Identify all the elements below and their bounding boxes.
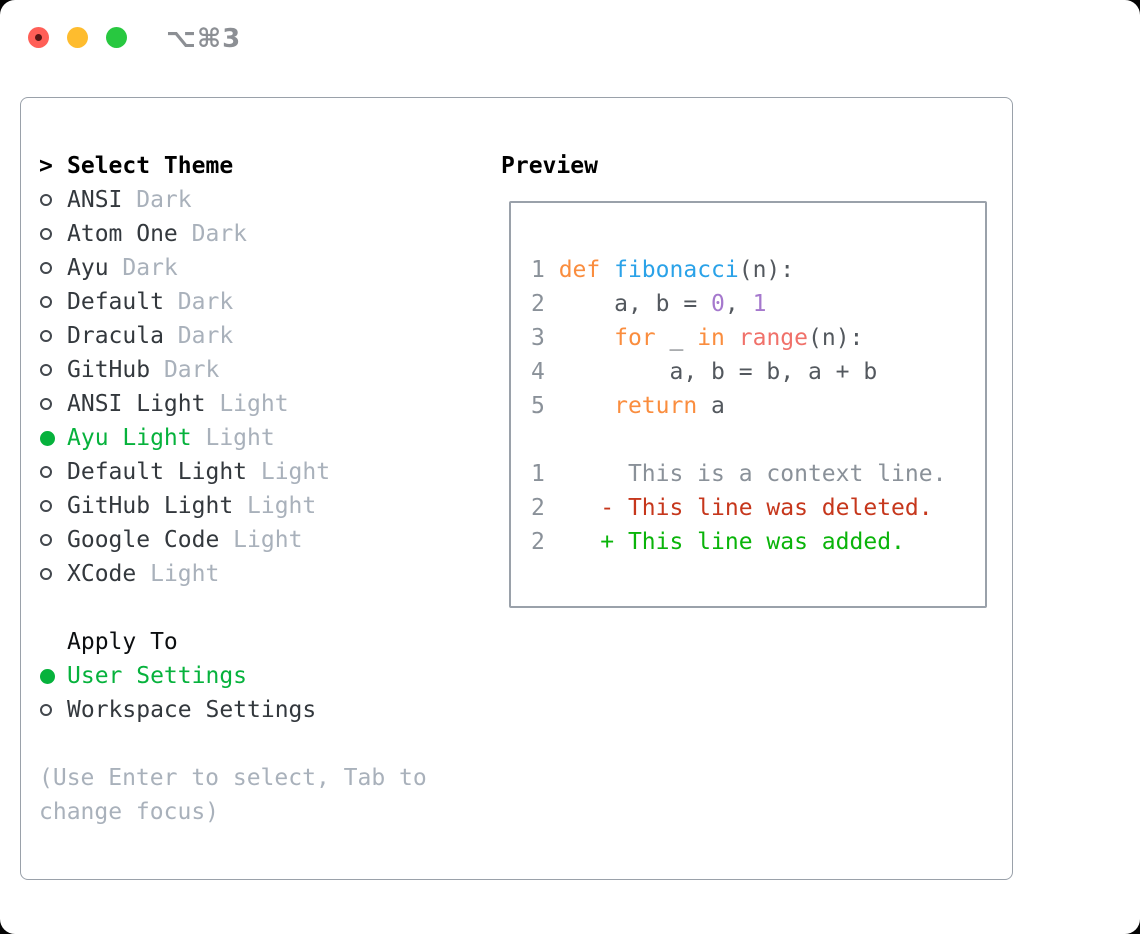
option-label: Dracula xyxy=(67,323,164,349)
option-variant-tag: Dark xyxy=(177,221,248,247)
option-label: Google Code xyxy=(67,527,220,553)
option-variant-tag: Dark xyxy=(163,289,234,315)
radio-icon xyxy=(39,568,67,580)
preview-line: 1 def fibonacci(n): xyxy=(531,257,795,283)
radio-icon xyxy=(39,364,67,376)
titlebar: ⌥⌘3 xyxy=(0,0,1140,74)
radio-selected-icon xyxy=(39,430,67,446)
option-variant-tag: Dark xyxy=(163,323,234,349)
option-label: ANSI xyxy=(67,187,123,213)
radio-icon xyxy=(39,704,67,716)
preview-line: 2 + This line was added. xyxy=(531,529,905,555)
option-variant-tag: Dark xyxy=(150,357,220,383)
theme-option[interactable]: Dracula Dark xyxy=(39,319,427,353)
theme-option[interactable]: GitHub Dark xyxy=(39,353,427,387)
theme-option[interactable]: ANSI Light Light xyxy=(39,387,427,421)
radio-icon xyxy=(39,330,67,342)
option-label: XCode xyxy=(67,561,137,587)
option-variant-tag: Light xyxy=(247,459,331,485)
spacer xyxy=(39,591,427,625)
option-variant-tag: Dark xyxy=(122,187,192,213)
hint-text-line-2: change focus) xyxy=(39,799,220,825)
option-label: ANSI Light xyxy=(67,391,206,417)
option-variant-tag: Light xyxy=(219,527,303,553)
preview-line xyxy=(531,423,946,457)
hint-text-line-1: (Use Enter to select, Tab to xyxy=(39,765,427,791)
radio-icon xyxy=(39,534,67,546)
select-theme-header: Select Theme xyxy=(67,153,234,179)
apply-to-header: Apply To xyxy=(67,629,178,655)
radio-icon xyxy=(39,194,67,206)
preview-line: 1 This is a context line. xyxy=(531,461,947,487)
theme-option[interactable]: Ayu Light Light xyxy=(39,421,427,455)
window-title: ⌥⌘3 xyxy=(166,24,242,54)
option-label: Atom One xyxy=(67,221,178,247)
preview-line: 2 a, b = 0, 1 xyxy=(531,291,767,317)
apply-to-header-row: Apply To xyxy=(39,625,427,659)
prompt-icon: > xyxy=(39,153,53,179)
close-button[interactable] xyxy=(28,27,49,48)
theme-option[interactable]: XCode Light xyxy=(39,557,427,591)
preview-line: 2 - This line was deleted. xyxy=(531,495,933,521)
select-theme-header-row: > Select Theme xyxy=(39,149,427,183)
radio-selected-icon xyxy=(39,668,67,684)
preview-line: 3 for _ in range(n): xyxy=(531,325,864,351)
theme-option[interactable]: Google Code Light xyxy=(39,523,427,557)
minimize-button[interactable] xyxy=(67,27,88,48)
radio-icon xyxy=(39,398,67,410)
radio-icon xyxy=(39,500,67,512)
close-dot-icon xyxy=(35,34,42,41)
option-label: Workspace Settings xyxy=(67,697,317,723)
radio-icon xyxy=(39,262,67,274)
theme-option[interactable]: Atom One Dark xyxy=(39,217,427,251)
zoom-button[interactable] xyxy=(106,27,127,48)
option-label: GitHub xyxy=(67,357,151,383)
option-variant-tag: Dark xyxy=(108,255,178,281)
preview-box: 1 def fibonacci(n): 2 a, b = 0, 1 3 for _ … xyxy=(509,201,987,608)
option-variant-tag: Light xyxy=(191,425,275,451)
theme-option[interactable]: Default Light Light xyxy=(39,455,427,489)
preview-code: 1 def fibonacci(n): 2 a, b = 0, 1 3 for _ … xyxy=(531,253,946,559)
radio-icon xyxy=(39,466,67,478)
preview-header: Preview xyxy=(501,153,598,179)
apply-to-option[interactable]: User Settings xyxy=(39,659,427,693)
preview-line: 4 a, b = b, a + b xyxy=(531,359,878,385)
theme-option[interactable]: GitHub Light Light xyxy=(39,489,427,523)
option-label: GitHub Light xyxy=(67,493,234,519)
theme-option[interactable]: Default Dark xyxy=(39,285,427,319)
theme-option[interactable]: ANSI Dark xyxy=(39,183,427,217)
option-label: Ayu Light xyxy=(67,425,192,451)
theme-option[interactable]: Ayu Dark xyxy=(39,251,427,285)
apply-to-option[interactable]: Workspace Settings xyxy=(39,693,427,727)
option-label: Default xyxy=(67,289,164,315)
option-variant-tag: Light xyxy=(136,561,220,587)
spacer xyxy=(39,727,427,761)
option-label: Ayu xyxy=(67,255,109,281)
preview-line: 5 return a xyxy=(531,393,725,419)
option-label: Default Light xyxy=(67,459,248,485)
radio-icon xyxy=(39,296,67,308)
option-label: User Settings xyxy=(67,663,248,689)
option-variant-tag: Light xyxy=(233,493,317,519)
radio-icon xyxy=(39,228,67,240)
option-variant-tag: Light xyxy=(205,391,289,417)
